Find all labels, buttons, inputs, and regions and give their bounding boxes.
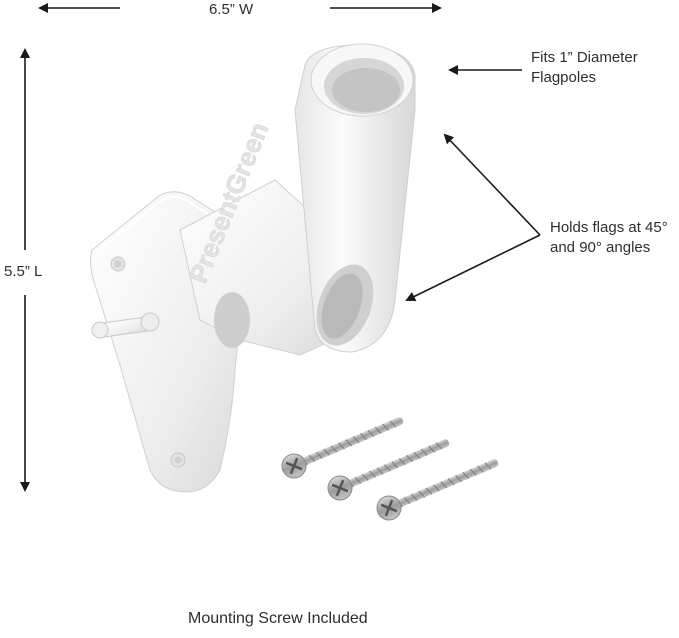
width-dimension-label: 6.5” W (205, 0, 258, 20)
mounting-screw (376, 459, 499, 521)
holds-callout-arrow-lower (405, 234, 541, 301)
angle-slot-opening (316, 264, 374, 346)
fits-callout-line: Flagpoles (531, 69, 597, 86)
fits-callout-line: Fits 1” Diameter (531, 49, 638, 66)
screw-caption: Mounting Screw Included (188, 610, 368, 627)
flagpole-socket-tube (294, 43, 416, 353)
holds-callout-arrow-upper (443, 133, 541, 236)
rear-slot-opening (214, 292, 250, 348)
length-dimension-label: 5.5” L (2, 262, 45, 282)
mounting-screw (281, 417, 404, 479)
holds-angles-callout: Holds flags at 45° and 90° angles (550, 218, 668, 258)
holds-callout-line: Holds flags at 45° (550, 219, 668, 236)
holds-callout-line: and 90° angles (550, 239, 651, 256)
mounting-screw (327, 439, 450, 501)
plate-screw-hole-bottom (170, 452, 186, 468)
plate-screw-hole-top (110, 256, 126, 272)
fits-diameter-callout: Fits 1” Diameter Flagpoles (531, 48, 638, 88)
locking-pin (91, 312, 160, 339)
